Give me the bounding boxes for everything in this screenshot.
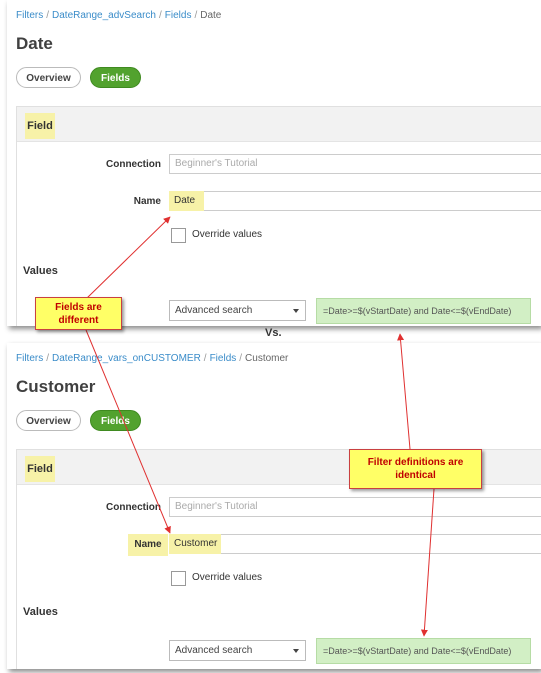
breadcrumb-fields-link[interactable]: Fields bbox=[209, 353, 237, 364]
name-value: Customer bbox=[169, 534, 221, 554]
expression-input[interactable]: =Date>=$(vStartDate) and Date<=$(vEndDat… bbox=[316, 298, 531, 324]
filter-callout-line2: identical bbox=[395, 470, 436, 481]
search-type-select[interactable]: Advanced search bbox=[169, 640, 306, 661]
page-title: Date bbox=[16, 34, 53, 53]
breadcrumb: Filters/DateRange_advSearch/Fields/Date bbox=[16, 10, 222, 21]
field-card-header: Field bbox=[17, 107, 541, 142]
values-heading: Values bbox=[23, 265, 58, 277]
connection-input[interactable]: Beginner's Tutorial bbox=[169, 497, 541, 517]
values-heading: Values bbox=[23, 606, 58, 618]
fields-different-callout: Fields are different bbox=[35, 297, 122, 330]
chevron-down-icon bbox=[293, 649, 299, 653]
filter-callout-line1: Filter definitions are bbox=[367, 457, 464, 468]
chevron-down-icon bbox=[293, 309, 299, 313]
fields-callout-line2: different bbox=[58, 315, 99, 326]
field-card: Field Connection Beginner's Tutorial Nam… bbox=[16, 106, 541, 326]
section-label-field: Field bbox=[25, 456, 55, 482]
breadcrumb-filters-link[interactable]: Filters bbox=[16, 353, 44, 364]
breadcrumb-current: Customer bbox=[245, 353, 289, 364]
breadcrumb-current: Date bbox=[200, 10, 222, 21]
name-input[interactable] bbox=[169, 191, 541, 211]
page-title: Customer bbox=[16, 377, 96, 396]
filter-identical-callout: Filter definitions are identical bbox=[349, 449, 482, 489]
field-editor-panel-customer: Filters/DateRange_vars_onCUSTOMER/Fields… bbox=[7, 343, 541, 669]
connection-label: Connection bbox=[106, 502, 161, 513]
name-input[interactable] bbox=[169, 534, 541, 554]
fields-callout-line1: Fields are bbox=[55, 302, 102, 313]
name-label: Name bbox=[133, 196, 161, 207]
connection-input[interactable]: Beginner's Tutorial bbox=[169, 154, 541, 174]
search-type-value: Advanced search bbox=[175, 645, 253, 656]
search-type-value: Advanced search bbox=[175, 305, 253, 316]
overview-tab-button[interactable]: Overview bbox=[16, 67, 81, 88]
breadcrumb-filter-link[interactable]: DateRange_advSearch bbox=[52, 10, 156, 21]
override-values-label: Override values bbox=[192, 229, 263, 240]
fields-tab-button[interactable]: Fields bbox=[90, 410, 141, 431]
override-values-checkbox[interactable] bbox=[171, 228, 186, 243]
fields-tab-button[interactable]: Fields bbox=[90, 67, 141, 88]
breadcrumb-filter-link[interactable]: DateRange_vars_onCUSTOMER bbox=[52, 353, 201, 364]
overview-tab-button[interactable]: Overview bbox=[16, 410, 81, 431]
override-values-label: Override values bbox=[192, 572, 263, 583]
breadcrumb: Filters/DateRange_vars_onCUSTOMER/Fields… bbox=[16, 353, 289, 364]
section-label-field: Field bbox=[25, 113, 55, 139]
name-value: Date bbox=[169, 191, 204, 211]
name-label: Name bbox=[128, 534, 168, 556]
breadcrumb-fields-link[interactable]: Fields bbox=[164, 10, 192, 21]
connection-label: Connection bbox=[106, 159, 161, 170]
search-type-select[interactable]: Advanced search bbox=[169, 300, 306, 321]
breadcrumb-filters-link[interactable]: Filters bbox=[16, 10, 44, 21]
field-editor-panel-date: Filters/DateRange_advSearch/Fields/Date … bbox=[7, 0, 541, 326]
vs-label: Vs. bbox=[265, 327, 282, 339]
expression-input[interactable]: =Date>=$(vStartDate) and Date<=$(vEndDat… bbox=[316, 638, 531, 664]
override-values-checkbox[interactable] bbox=[171, 571, 186, 586]
